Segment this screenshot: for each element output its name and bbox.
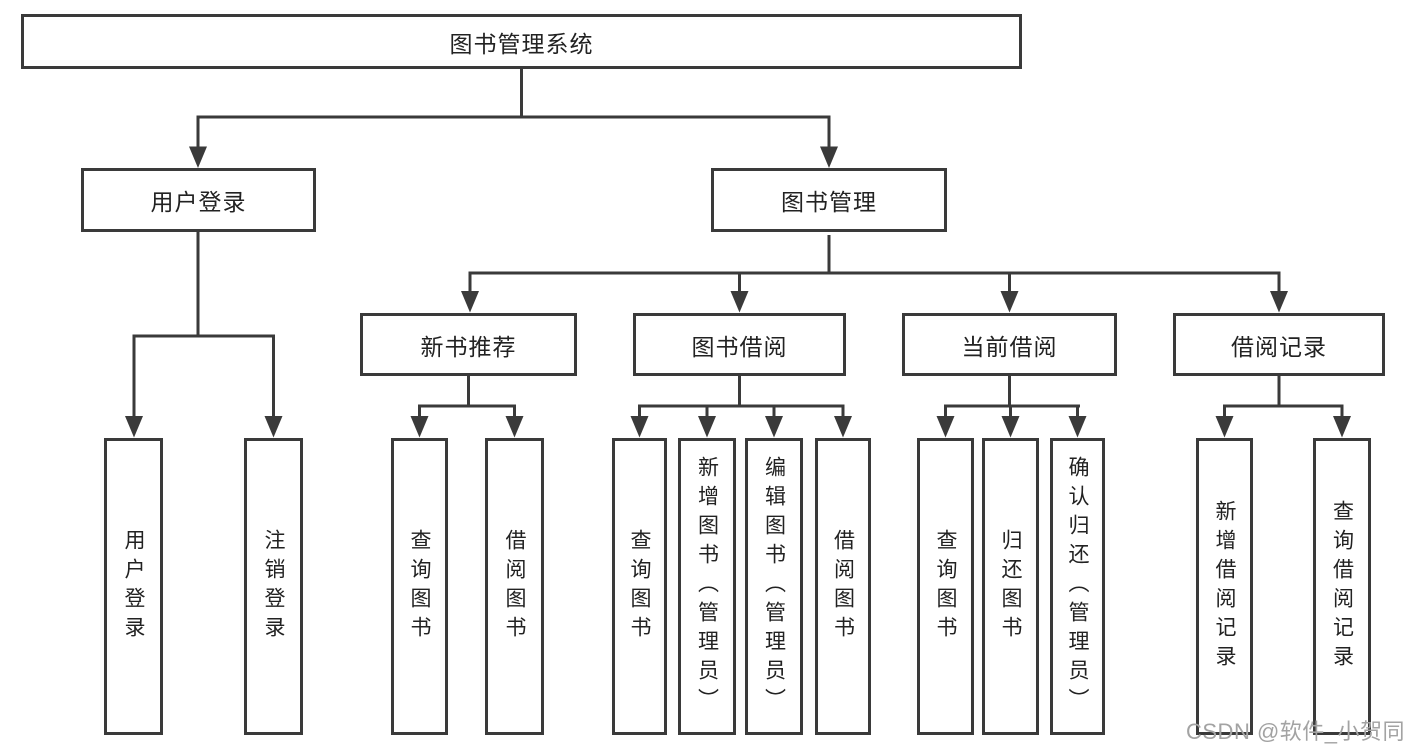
leaf-query-books-1-label: 查询图书	[408, 528, 432, 645]
arrowhead-icon	[461, 291, 479, 313]
arrowhead-icon	[1215, 416, 1234, 438]
node-new-book-recommend-label: 新书推荐	[420, 333, 517, 360]
leaf-edit-book-admin-label: 编辑图书（管理员）	[762, 456, 786, 717]
connector-current-borrow-to-leaves	[936, 376, 1087, 438]
arrowhead-icon	[1333, 416, 1351, 438]
connector-borrow-record-to-leaves	[1215, 376, 1351, 438]
arrowhead-icon	[834, 416, 852, 438]
node-book-borrowing: 图书借阅	[633, 313, 846, 376]
connector-root-to-level2	[189, 69, 838, 168]
leaf-confirm-return-admin-label: 确认归还（管理员）	[1066, 456, 1090, 717]
arrowhead-icon	[765, 416, 783, 438]
arrowhead-icon	[505, 416, 524, 438]
arrowhead-icon	[698, 416, 716, 438]
leaf-return-book: 归还图书	[982, 438, 1039, 735]
leaf-return-book-label: 归还图书	[999, 528, 1023, 645]
node-library-system-label: 图书管理系统	[449, 30, 594, 57]
leaf-user-login-label: 用户登录	[122, 528, 146, 645]
leaf-query-books-3-label: 查询图书	[934, 528, 958, 645]
leaf-edit-book-admin: 编辑图书（管理员）	[745, 438, 803, 735]
leaf-user-login: 用户登录	[104, 438, 163, 735]
node-library-system: 图书管理系统	[21, 14, 1022, 69]
arrowhead-icon	[1270, 291, 1288, 313]
node-book-borrowing-label: 图书借阅	[691, 333, 788, 360]
leaf-add-borrow-record-label: 新增借阅记录	[1213, 499, 1237, 674]
arrowhead-icon	[1000, 291, 1019, 313]
arrowhead-icon	[125, 416, 143, 438]
arrowhead-icon	[189, 146, 207, 168]
leaf-query-borrow-record: 查询借阅记录	[1313, 438, 1371, 735]
leaf-query-books-1: 查询图书	[391, 438, 448, 735]
leaf-add-borrow-record: 新增借阅记录	[1196, 438, 1253, 735]
leaf-query-borrow-record-label: 查询借阅记录	[1330, 499, 1354, 674]
node-book-management: 图书管理	[711, 168, 947, 232]
leaf-logout-label: 注销登录	[262, 528, 286, 645]
leaf-query-books-3: 查询图书	[917, 438, 974, 735]
arrowhead-icon	[410, 416, 429, 438]
node-current-borrowing-label: 当前借阅	[961, 333, 1058, 360]
node-user-login: 用户登录	[81, 168, 316, 232]
node-new-book-recommend: 新书推荐	[360, 313, 577, 376]
leaf-confirm-return-admin: 确认归还（管理员）	[1050, 438, 1105, 735]
arrowhead-icon	[630, 416, 649, 438]
leaf-add-book-admin-label: 新增图书（管理员）	[695, 456, 719, 717]
leaf-borrow-books-2-label: 借阅图书	[831, 528, 855, 645]
connector-new-book-to-leaves	[410, 376, 524, 438]
node-borrowing-records-label: 借阅记录	[1231, 333, 1327, 360]
arrowhead-icon	[936, 416, 955, 438]
node-user-login-label: 用户登录	[150, 189, 247, 215]
leaf-borrow-books-2: 借阅图书	[815, 438, 871, 735]
node-borrowing-records: 借阅记录	[1173, 313, 1385, 376]
connector-user-login-to-leaves	[125, 232, 283, 438]
arrowhead-icon	[1001, 416, 1020, 438]
leaf-query-books-2-label: 查询图书	[628, 528, 652, 645]
arrowhead-icon	[264, 416, 283, 438]
leaf-borrow-books-1-label: 借阅图书	[503, 528, 527, 645]
leaf-logout: 注销登录	[244, 438, 303, 735]
csdn-watermark: CSDN @软件_小贺同学	[1186, 719, 1405, 744]
node-book-management-label: 图书管理	[781, 189, 877, 215]
leaf-query-books-2: 查询图书	[612, 438, 667, 735]
leaf-borrow-books-1: 借阅图书	[485, 438, 544, 735]
arrowhead-icon	[820, 146, 838, 168]
connector-book-mgmt-to-level3	[461, 235, 1288, 313]
arrowhead-icon	[730, 291, 749, 313]
connector-book-borrow-to-leaves	[630, 376, 852, 438]
arrowhead-icon	[1068, 416, 1087, 438]
leaf-add-book-admin: 新增图书（管理员）	[678, 438, 736, 735]
node-current-borrowing: 当前借阅	[902, 313, 1117, 376]
